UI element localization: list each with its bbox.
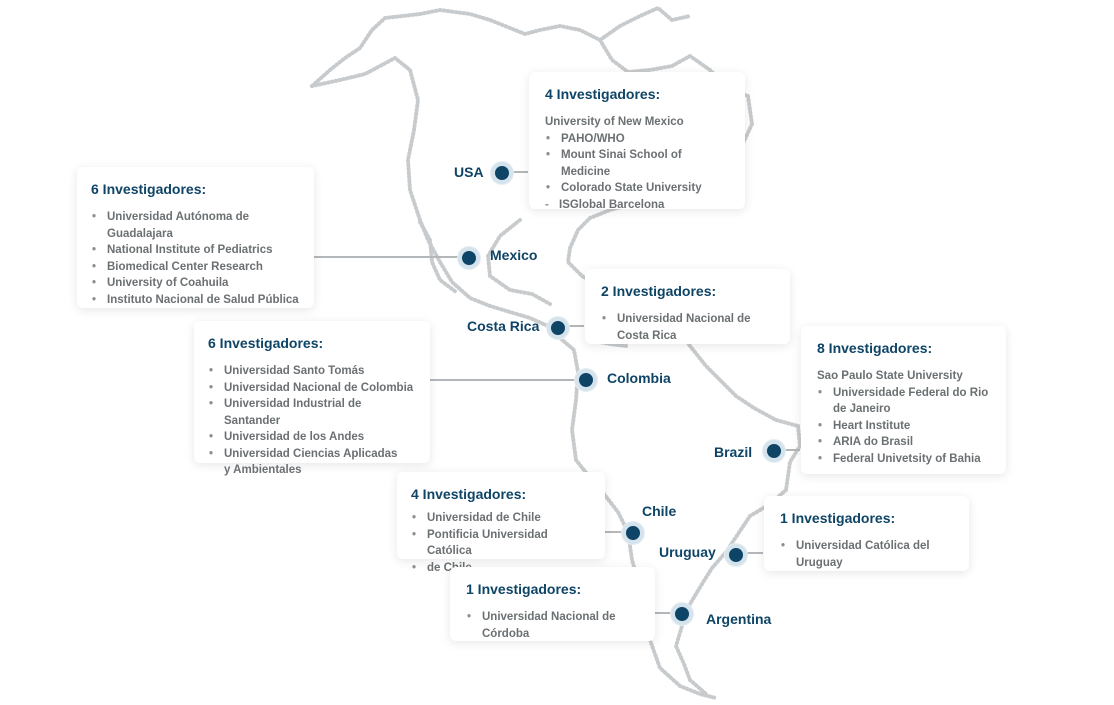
card-title: 8 Investigadores: [817,340,933,356]
list-item: Universidad Nacional de Costa Rica [601,311,767,344]
list-item: Universidade Federal do Rio de Janeiro [817,385,992,418]
country-label-uruguay: Uruguay [659,544,716,560]
info-card-chile: 4 Investigadores: Universidad de Chile P… [397,472,605,576]
list-item: Universidad de Chile [411,510,591,527]
list-item: Universidad Nacional de Colombia [208,380,416,397]
list-item: PAHO/WHO [545,131,731,148]
list-item: Mount Sinai School of Medicine [545,147,731,180]
list-item: Biomedical Center Research [91,259,300,276]
card-title: 1 Investigadores: [466,581,582,597]
card-title: 6 Investigadores: [208,335,324,351]
list-item: ISGlobal Barcelona [545,197,731,214]
info-card-mexico: 6 Investigadores: Universidad Autónoma d… [77,167,314,308]
marker-mexico[interactable] [458,247,480,269]
list-item: Universidad Ciencias Aplicadas y Ambient… [208,446,404,479]
institution-list: Universidad de Chile Pontificia Universi… [411,510,591,576]
list-item: Pontificia Universidad Católica [411,527,591,560]
country-label-costa-rica: Costa Rica [467,318,540,334]
info-card-costa-rica: 2 Investigadores: Universidad Nacional d… [585,269,790,344]
institution-list: Universidad Nacional de Córdoba [466,609,641,642]
info-card-usa: 4 Investigadores: University of New Mexi… [529,72,745,213]
country-label-colombia: Colombia [607,370,671,386]
list-item: University of New Mexico [545,116,684,128]
country-label-chile: Chile [642,503,677,519]
country-label-argentina: Argentina [706,611,772,627]
info-card-brazil: 8 Investigadores: Sao Paulo State Univer… [801,326,1006,474]
card-title: 2 Investigadores: [601,283,717,299]
info-card-argentina: 1 Investigadores: Universidad Nacional d… [450,567,655,641]
institution-list: Universidad Autónoma de Guadalajara Nati… [91,209,300,308]
list-item: Instituto Nacional de Salud Pública [91,292,300,309]
list-item: Universidad Católica del Uruguay [780,538,946,571]
list-item: Sao Paulo State University [817,370,963,382]
marker-brazil[interactable] [763,440,785,462]
list-item: ARIA do Brasil [817,434,992,451]
marker-colombia[interactable] [575,369,597,391]
list-item: Heart Institute [817,418,992,435]
card-title: 4 Investigadores: [411,486,527,502]
institution-list: Sao Paulo State University Universidade … [817,368,992,467]
info-card-uruguay: 1 Investigadores: Universidad Católica d… [764,496,969,571]
marker-uruguay[interactable] [725,544,747,566]
list-item: Federal Univetsity of Bahia [817,451,992,468]
list-item: Colorado State University [545,180,731,197]
institution-list: Universidad Santo Tomás Universidad Naci… [208,363,416,479]
country-label-brazil: Brazil [714,444,753,460]
marker-argentina[interactable] [671,603,693,625]
institution-list: University of New Mexico PAHO/WHO Mount … [545,114,731,213]
list-item: Universidad de los Andes [208,429,416,446]
list-item: Universidad Industrial de Santander [208,396,416,429]
country-label-usa: USA [454,164,484,180]
list-item: Universidad Santo Tomás [208,363,416,380]
list-item: Universidad Nacional de Córdoba [466,609,642,642]
card-title: 6 Investigadores: [91,181,207,197]
institution-list: Universidad Católica del Uruguay [780,538,955,571]
info-card-colombia: 6 Investigadores: Universidad Santo Tomá… [194,321,430,476]
marker-usa[interactable] [491,162,513,184]
list-item: National Institute of Pediatrics [91,242,300,259]
list-item: Universidad Autónoma de Guadalajara [91,209,277,242]
list-item: University of Coahuila [91,275,300,292]
marker-chile[interactable] [622,522,644,544]
card-title: 4 Investigadores: [545,86,661,102]
card-title: 1 Investigadores: [780,510,896,526]
marker-costa-rica[interactable] [547,317,569,339]
country-label-mexico: Mexico [490,247,538,263]
institution-list: Universidad Nacional de Costa Rica [601,311,776,344]
